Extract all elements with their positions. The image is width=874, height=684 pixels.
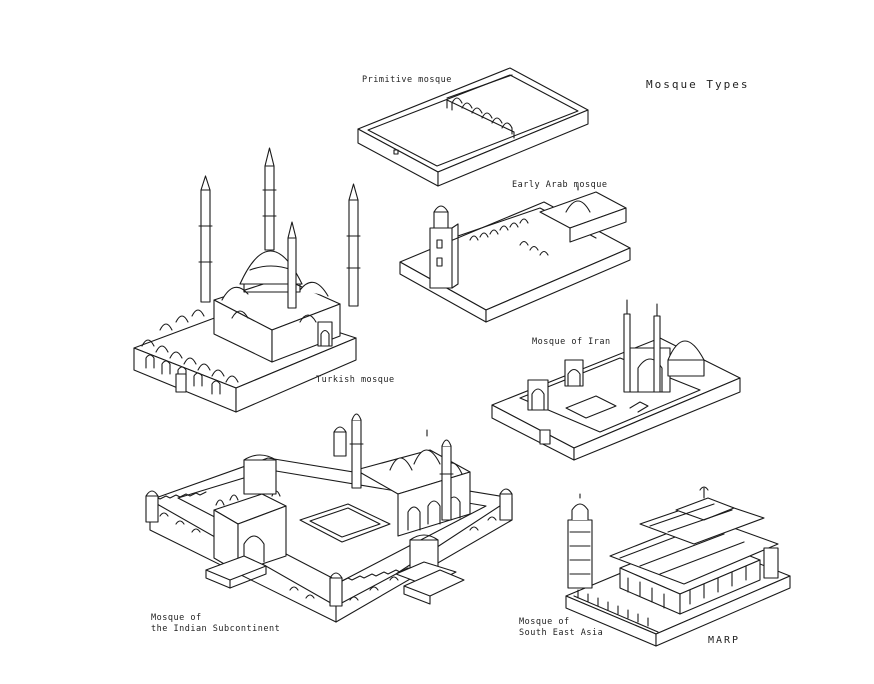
label-early-arab-mosque: Early Arab mosque [512,180,608,190]
southeast-asian-mosque-drawing [565,486,791,647]
label-indian-line1: Mosque of [151,613,202,623]
early-arab-mosque-drawing [399,185,631,323]
label-primitive-mosque: Primitive mosque [362,75,452,85]
label-mosque-of-iran: Mosque of Iran [532,337,611,347]
figure-title: Mosque Types [646,78,750,91]
indian-mosque-drawing [145,413,513,623]
label-indian-line2: the Indian Subcontinent [151,624,281,634]
turkish-mosque-drawing [133,147,361,413]
artist-signature: MARP [708,635,741,646]
label-southeast-asia-line1: Mosque of [519,617,570,627]
iranian-mosque-drawing [491,299,741,461]
label-southeast-asia-line2: South East Asia [519,628,604,638]
primitive-mosque-drawing [357,67,589,187]
label-turkish-mosque: Turkish mosque [316,375,395,385]
